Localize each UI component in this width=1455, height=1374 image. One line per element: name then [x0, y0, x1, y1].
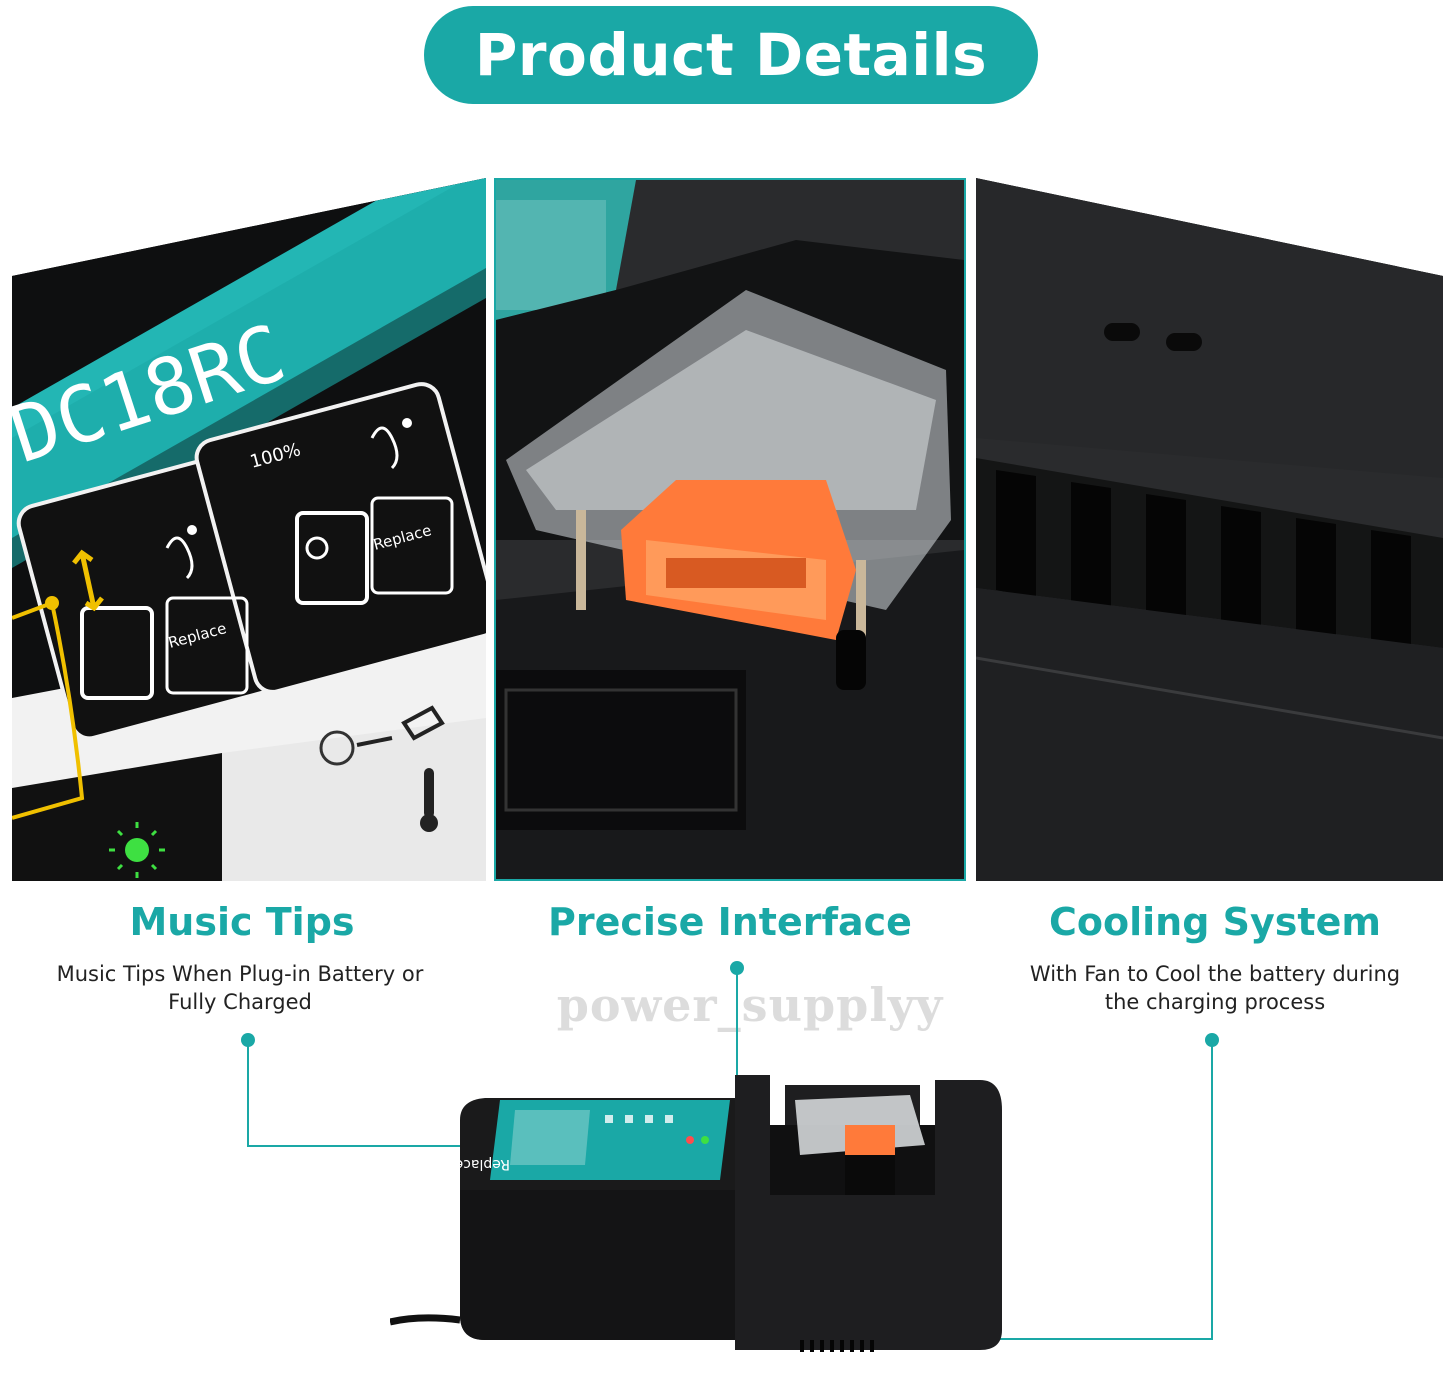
vent-closeup	[976, 178, 1443, 881]
feature-desc-cooling-system: With Fan to Cool the battery during the …	[1005, 960, 1425, 1016]
feature-title-precise-interface: Precise Interface	[548, 900, 912, 944]
feature-desc-music-tips-line2: Fully Charged	[168, 990, 312, 1014]
connector-line-music-v	[247, 1040, 249, 1147]
panel-precise-interface	[494, 178, 966, 881]
connector-line-music-h	[247, 1145, 587, 1147]
feature-desc-cooling-line1: With Fan to Cool the battery during	[1029, 962, 1401, 986]
charger-label-closeup: DC18RC 100% Replace Replace	[12, 178, 486, 881]
feature-desc-music-tips: Music Tips When Plug-in Battery or Fully…	[30, 960, 450, 1016]
interface-closeup	[496, 180, 964, 879]
feature-desc-cooling-line2: the charging process	[1104, 990, 1326, 1014]
charger-illustration: Replace:DC18RC	[389, 1075, 1002, 1352]
panel-cooling-system	[976, 178, 1443, 881]
charger-product-image: Replace:DC18RC	[389, 1070, 1010, 1370]
title-pill: Product Details	[424, 6, 1038, 104]
charger-label: Replace:DC18RC	[393, 1156, 510, 1172]
page-title: Product Details	[474, 21, 988, 89]
feature-title-cooling-system: Cooling System	[1049, 900, 1381, 944]
feature-desc-music-tips-line1: Music Tips When Plug-in Battery or	[56, 962, 424, 986]
watermark: power_supplyy	[556, 978, 944, 1032]
feature-title-music-tips: Music Tips	[129, 900, 355, 944]
connector-line-interface-v	[736, 968, 738, 1128]
connector-line-cooling-h	[850, 1338, 1213, 1340]
panel-music-tips: DC18RC 100% Replace Replace	[12, 178, 486, 881]
connector-line-cooling-v	[1211, 1040, 1213, 1340]
